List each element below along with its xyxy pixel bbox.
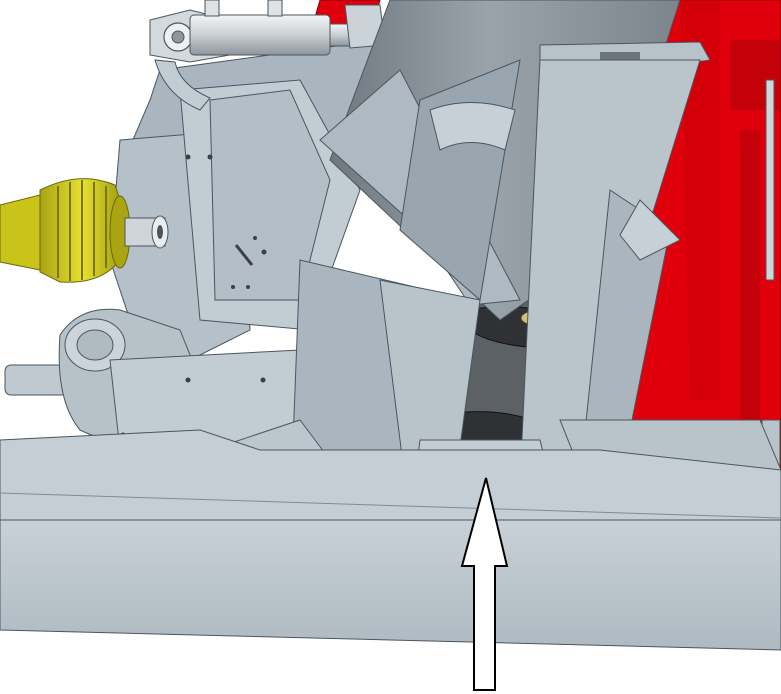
base-beam [0, 429, 781, 651]
hydraulic-cylinder [149, 0, 386, 111]
pto-shield [0, 178, 169, 283]
gearbox [4, 308, 331, 451]
up-arrow-icon [460, 477, 509, 691]
